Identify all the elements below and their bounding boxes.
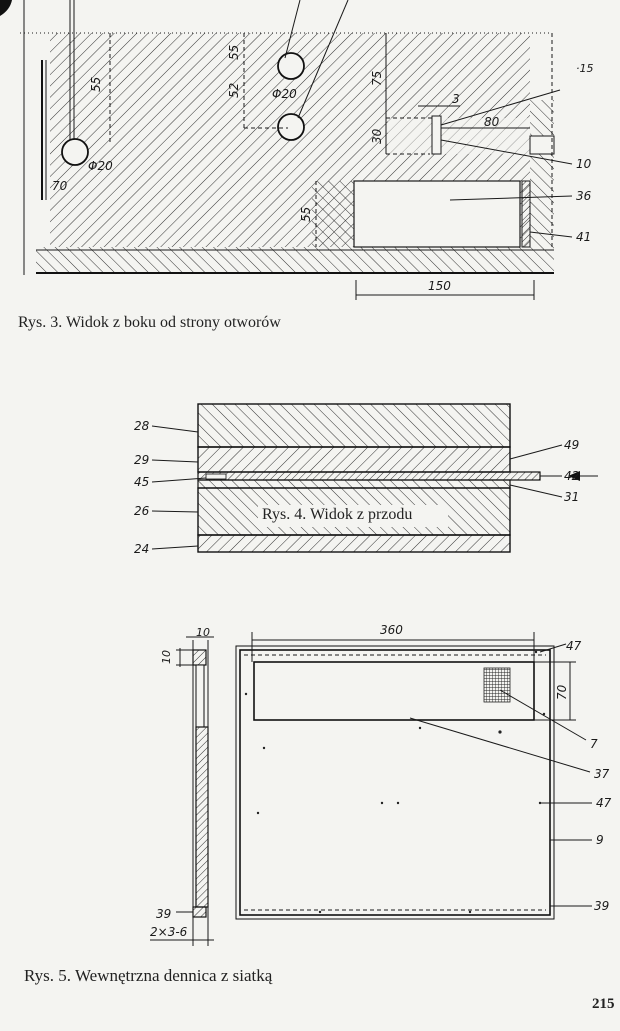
page-number: 215: [592, 996, 615, 1012]
layer-42: [197, 471, 541, 481]
caption-bg: [258, 505, 448, 527]
fig5-caption: Rys. 5. Wewnętrzna dennica z siatką: [24, 966, 273, 985]
fig5-callout-47b: 47: [596, 796, 612, 810]
fig3-dim-55a: 55: [89, 77, 103, 92]
fig4-label-45: 45: [134, 475, 149, 489]
fig3-dim-80: 80: [484, 115, 500, 129]
figure-4: 28 29 45 26 24 49 42 31: [134, 403, 598, 556]
fig3-callout-41: 41: [576, 230, 591, 244]
fig3-dim-150: 150: [428, 279, 451, 293]
cutout-jamb: [312, 181, 354, 247]
fig5-dim-39: 39: [156, 907, 171, 921]
fig3-callout-36: 36: [576, 189, 592, 203]
front-strip: [521, 180, 531, 248]
figure-5: 10 10 360 70 39 2×3-6 47 7 37 47 9 39: [150, 623, 612, 946]
fig3-callout-10: 10: [576, 157, 592, 171]
fig5-dim-360: 360: [380, 623, 403, 637]
fig3-dim-55-vert: 55: [299, 207, 313, 222]
fig5-dim-10-left: 10: [160, 650, 173, 664]
hole-1: [61, 138, 89, 166]
fig4-label-26: 26: [134, 504, 150, 518]
fig5-callout-7: 7: [590, 737, 598, 751]
fig4-caption: Rys. 4. Widok z przodu: [262, 506, 413, 523]
fig5-callout-47a: 47: [566, 639, 582, 653]
side-section: [195, 726, 209, 908]
fig5-callout-9: 9: [596, 833, 604, 847]
fig4-label-29: 29: [134, 453, 149, 467]
scan-artifact: [0, 0, 12, 16]
fig4-label-42: 42: [564, 469, 579, 483]
layer-29: [197, 446, 511, 473]
fig3-corner-mark: ·15: [576, 62, 594, 75]
fig5-dim-10-top: 10: [196, 626, 210, 639]
fig5-dim-2x3-6: 2×3-6: [150, 925, 188, 939]
fig3-dim-left70: 70: [52, 179, 68, 193]
fig4-label-49: 49: [564, 438, 579, 452]
layer-31: [197, 479, 511, 489]
fig3-dim-phi20-top: Φ20: [272, 87, 297, 101]
fig5-dim-70: 70: [555, 684, 569, 700]
layer-28: [197, 403, 511, 448]
mesh-grid: [483, 667, 511, 703]
fig4-label-31: 31: [564, 490, 579, 504]
direction-arrow: [568, 471, 580, 481]
fig3-dim-phi20-left: Φ20: [88, 159, 113, 173]
layer-24: [197, 534, 511, 553]
fig3-dim-75: 75: [370, 71, 384, 86]
fig5-callout-39: 39: [594, 899, 609, 913]
fig4-label-28: 28: [134, 419, 150, 433]
bottom-board: [36, 247, 554, 273]
hole-3: [277, 113, 305, 141]
right-strip: [530, 100, 554, 247]
fig3-caption: Rys. 3. Widok z boku od strony otworów: [18, 314, 281, 331]
fig4-label-24: 24: [134, 542, 149, 556]
entrance-cutout: [353, 180, 521, 248]
fig3-dim-30: 30: [370, 128, 384, 144]
fig3-dim-55b: 55: [227, 45, 241, 60]
hole-2: [277, 52, 305, 80]
slot: [431, 115, 442, 155]
side-top-block: [192, 649, 207, 666]
fig5-callout-37: 37: [594, 767, 610, 781]
fig3-dim-3: 3: [452, 92, 460, 106]
fig3-dim-52: 52: [227, 83, 241, 98]
figure-3: Φ20 Φ20 70 55 52 55 75 30 3 80 55 150 10…: [20, 0, 594, 300]
nail-dots: [244, 650, 546, 914]
